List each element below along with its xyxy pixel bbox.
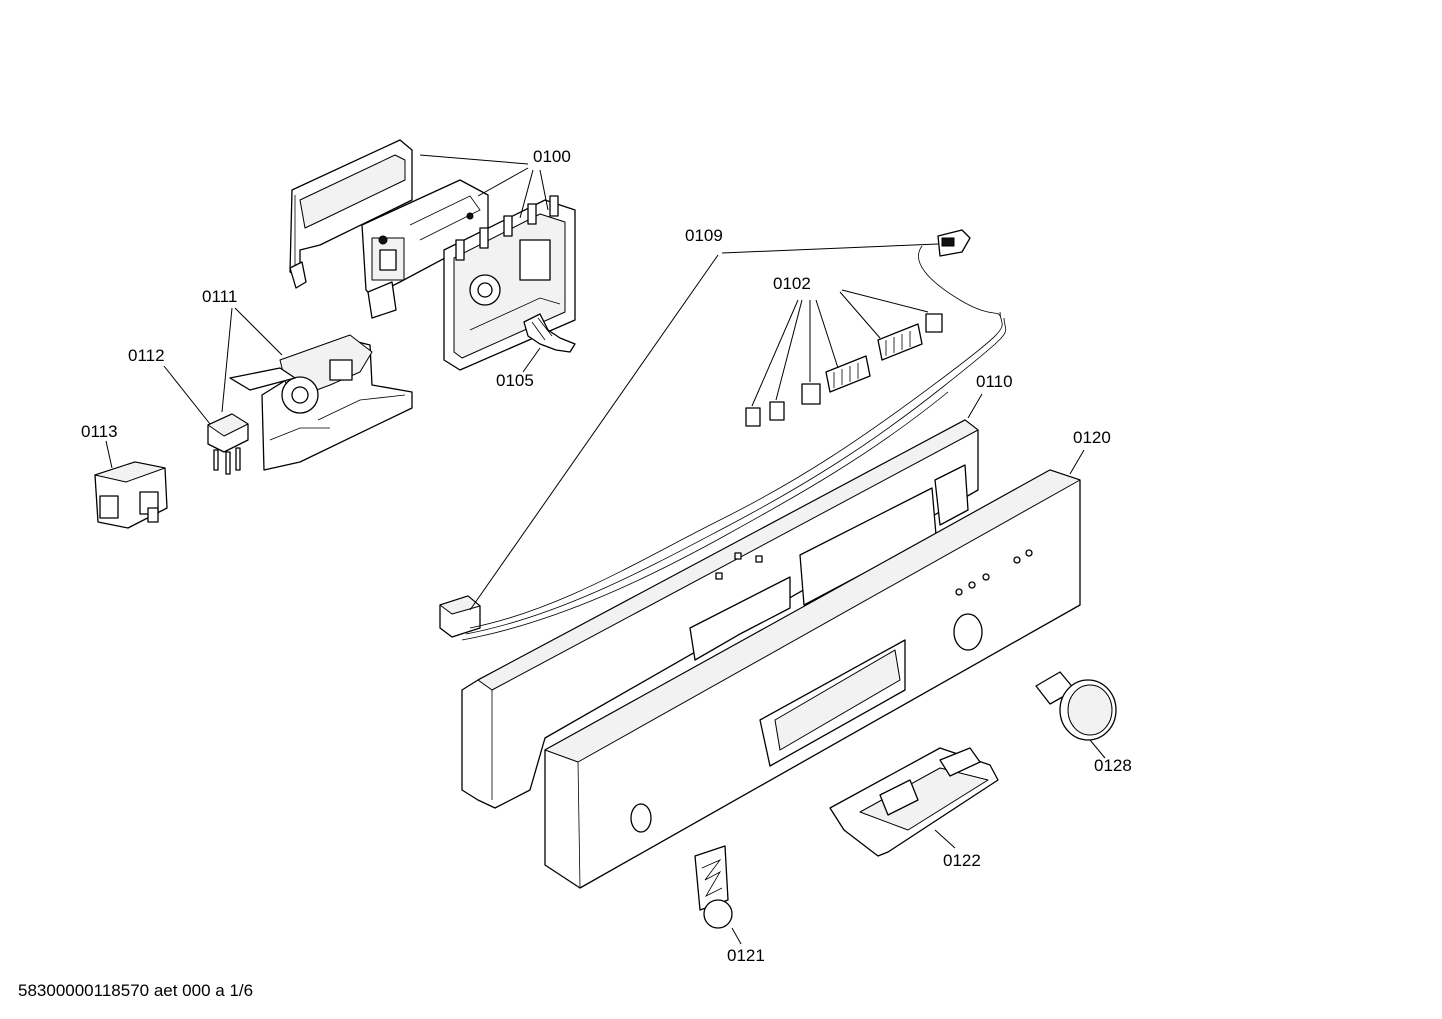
part-label-0102: 0102 [773, 274, 811, 293]
part-label-0109: 0109 [685, 226, 723, 245]
part-0111-programmer-unit[interactable] [221, 307, 413, 471]
part-0102-connectors[interactable] [745, 289, 943, 427]
part-0105-connector-pin[interactable] [522, 313, 576, 373]
part-label-0128: 0128 [1094, 756, 1132, 775]
part-0110-panel-frame[interactable] [461, 393, 983, 809]
part-label-0120: 0120 [1073, 428, 1111, 447]
part-label-0111: 0111 [202, 287, 237, 306]
part-label-0113: 0113 [81, 422, 118, 441]
part-0121-button[interactable] [694, 845, 742, 945]
part-label-0122: 0122 [943, 851, 981, 870]
part-0120-fascia-panel[interactable] [544, 449, 1085, 889]
part-0122-handle[interactable] [829, 747, 999, 857]
part-label-0110: 0110 [976, 372, 1013, 391]
part-0113-switch[interactable] [94, 440, 168, 529]
part-0112-suppressor[interactable] [163, 365, 249, 475]
document-id: 58300000118570 aet 000 a 1/6 [18, 981, 254, 1000]
part-label-0112: 0112 [128, 346, 165, 365]
part-label-0105: 0105 [496, 371, 534, 390]
part-label-0100: 0100 [533, 147, 571, 166]
part-0128-rotary-knob[interactable] [1035, 671, 1117, 759]
part-label-0121: 0121 [727, 946, 765, 965]
part-0109-cable-harness[interactable] [439, 229, 1007, 641]
